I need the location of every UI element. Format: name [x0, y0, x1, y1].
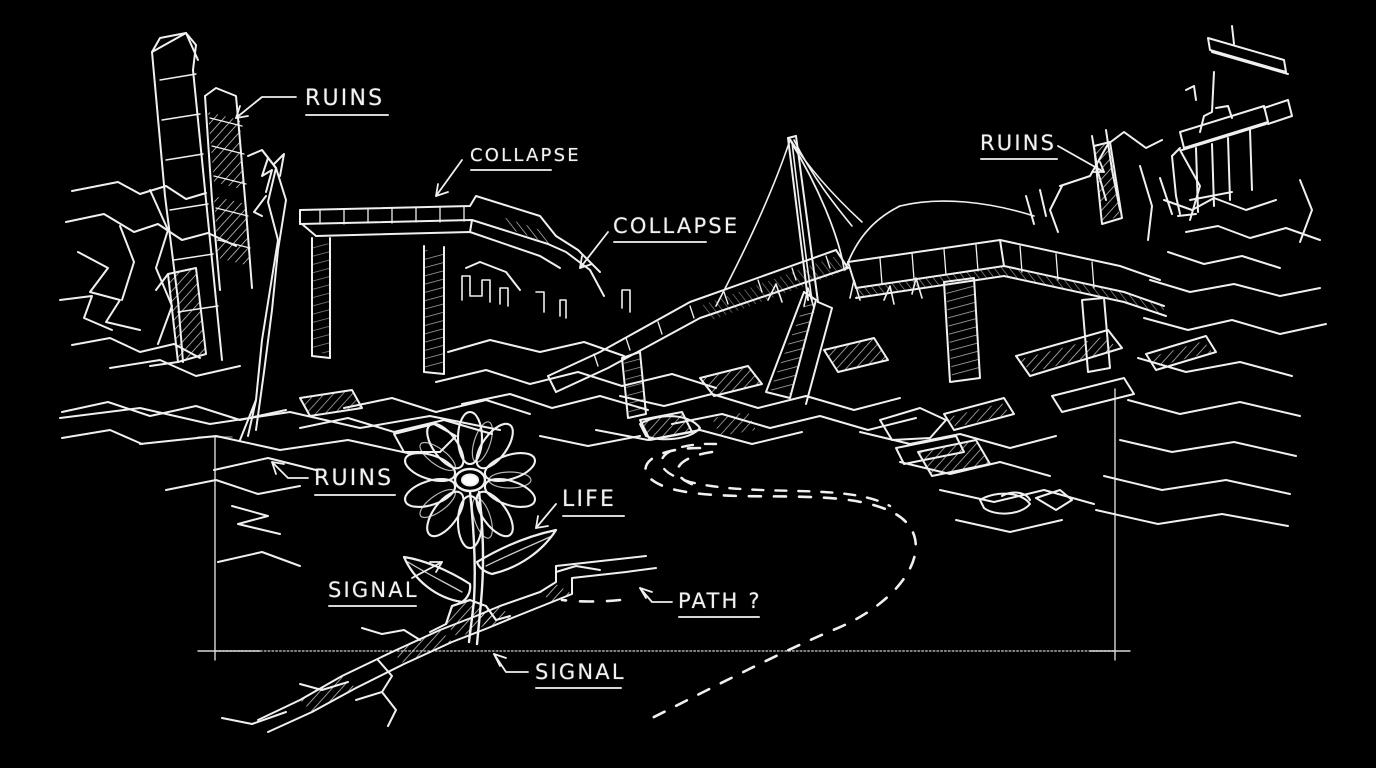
label-text: RUINS: [980, 131, 1057, 155]
label-path-question: PATH ?: [678, 591, 762, 618]
left-towers: [149, 32, 287, 441]
ground-terrain: [59, 407, 501, 567]
label-underline: [470, 169, 552, 171]
right-classical-ruin: [1171, 25, 1293, 217]
daisy-flower: [402, 410, 558, 646]
label-text: RUINS: [305, 86, 385, 111]
label-signal-bottom: SIGNAL: [535, 662, 626, 689]
label-text: PATH ?: [678, 589, 762, 613]
dashed-path: [644, 446, 918, 722]
left-cliff-rocks: [59, 181, 287, 421]
label-life: LIFE: [562, 489, 625, 517]
label-underline: [305, 114, 389, 116]
label-underline: [535, 687, 622, 689]
label-text: RUINS: [314, 466, 394, 491]
ground-crack: [221, 555, 657, 733]
label-collapse-left: COLLAPSE: [470, 147, 581, 171]
label-text: SIGNAL: [328, 578, 419, 602]
label-signal-left: SIGNAL: [328, 580, 419, 607]
left-collapsed-deck: [299, 195, 605, 375]
label-collapse-center: COLLAPSE: [613, 216, 739, 243]
measure-bracket: [197, 388, 1131, 661]
dashed-path-inner: [660, 442, 892, 508]
label-ruins-top-right: RUINS: [980, 133, 1058, 160]
dashed-path-tail: [560, 598, 622, 603]
label-underline: [980, 158, 1058, 160]
label-underline: [613, 241, 707, 243]
label-underline: [562, 515, 625, 517]
label-leader-lines: [235, 96, 1105, 673]
label-text: COLLAPSE: [470, 145, 581, 166]
rubble-field: [299, 337, 1095, 533]
right-broken-beams: [895, 329, 1217, 465]
center-collapsed-bridge: [547, 135, 1167, 419]
label-text: SIGNAL: [535, 660, 626, 684]
label-underline: [328, 605, 417, 607]
label-text: COLLAPSE: [613, 214, 740, 238]
label-ruins-ground-left: RUINS: [314, 468, 396, 496]
label-underline: [314, 494, 396, 496]
label-ruins-top-left: RUINS: [305, 88, 389, 116]
label-text: LIFE: [562, 487, 617, 512]
label-underline: [678, 616, 760, 618]
